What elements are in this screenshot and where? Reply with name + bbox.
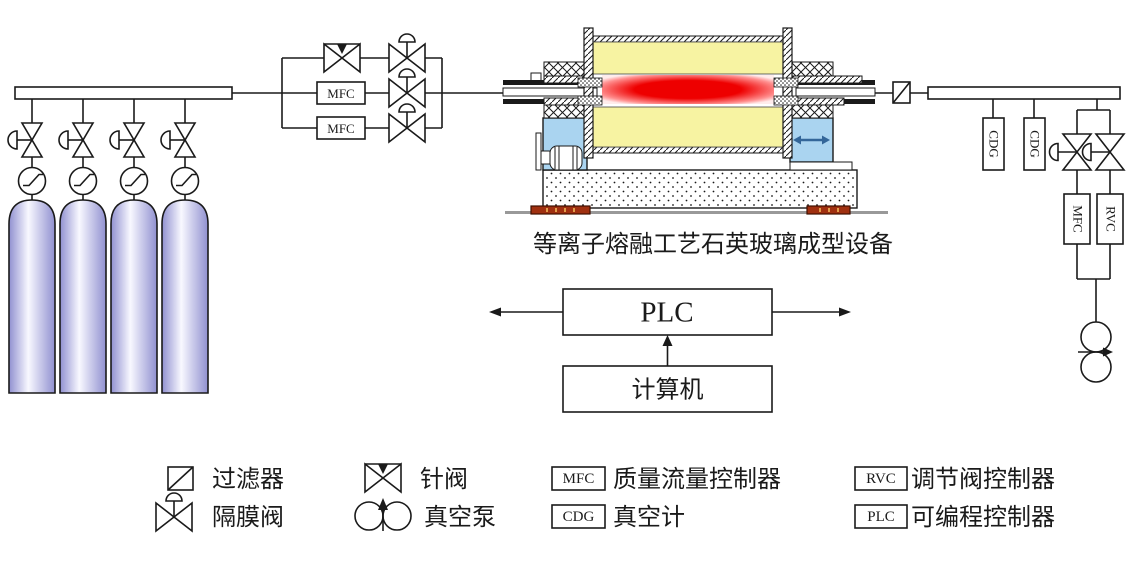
gas-line-2 <box>58 99 107 394</box>
diaphragm-valve-icon <box>1081 133 1125 171</box>
gas-line-1 <box>7 99 56 394</box>
end-cap-right <box>782 27 793 159</box>
end-cap-left <box>583 27 594 159</box>
diaphragm-valve-icon <box>7 122 43 158</box>
seal-block <box>543 104 585 119</box>
mfc-box-2: MFC <box>316 116 366 140</box>
diaphragm-valve-icon <box>160 122 196 158</box>
gas-line-3 <box>109 99 158 394</box>
rvc-box-vertical: RVC <box>1096 193 1124 245</box>
legend-label: 可编程控制器 <box>911 503 1055 531</box>
furnace-assembly: 等离子熔融工艺石英玻璃成型设备 <box>502 27 893 258</box>
filter-icon <box>892 81 911 104</box>
needle-valve-icon <box>323 43 361 73</box>
vacuum-manifold <box>927 86 1121 100</box>
furnace-foot-right <box>806 205 851 215</box>
insulation-bottom <box>592 106 784 148</box>
legend-diaphragm-valve: 隔膜阀 <box>155 492 284 532</box>
pressure-regulator-icon <box>68 166 98 196</box>
legend-abbr: MFC <box>563 471 595 487</box>
gas-cylinder <box>59 199 107 394</box>
legend-cdg: CDG 真空计 <box>551 503 685 531</box>
gas-cylinder <box>8 199 56 394</box>
flange-bar <box>791 75 863 84</box>
legend-label: 真空泵 <box>424 503 496 531</box>
pressure-regulator-icon <box>170 166 200 196</box>
gas-line-4 <box>160 99 209 394</box>
legend-mfc: MFC 质量流量控制器 <box>551 465 781 493</box>
gland-seal <box>773 77 799 88</box>
seal-block <box>791 61 834 77</box>
diaphragm-valve-icon <box>58 122 94 158</box>
computer-to-plc-arrow <box>662 335 673 366</box>
legend-label: 过滤器 <box>212 465 284 493</box>
pressure-regulator-icon <box>119 166 149 196</box>
vacuum-pump-icon <box>1078 321 1113 383</box>
gland-seal <box>577 77 603 88</box>
computer-box: 计算机 <box>562 365 773 413</box>
legend-abbr: CDG <box>563 509 595 525</box>
furnace-foot-left <box>530 205 591 215</box>
right-carriage-step <box>789 161 853 171</box>
mfc-box-vertical: MFC <box>1063 193 1091 245</box>
legend-label: 质量流量控制器 <box>613 465 781 493</box>
gas-supply-section <box>7 86 282 394</box>
flange-bar <box>791 97 845 106</box>
gas-cylinder <box>161 199 209 394</box>
melt-zone <box>602 75 774 104</box>
diaphragm-valve-icon <box>388 33 426 73</box>
diaphragm-valve-icon <box>388 103 426 143</box>
mfc-label: MFC <box>327 86 354 101</box>
diaphragm-valve-icon <box>388 68 426 108</box>
gas-manifold <box>14 86 233 100</box>
cdg-gauge-1: CDG <box>982 99 1005 171</box>
seal-block <box>543 61 585 77</box>
furnace-shell <box>577 27 799 159</box>
cdg-gauge-2: CDG <box>1023 99 1046 171</box>
insulation-top <box>592 41 784 75</box>
gland-seal <box>577 95 603 106</box>
slide-arrow-icon <box>793 135 830 145</box>
plc-box: PLC <box>562 288 773 336</box>
legend-needle-valve: 针阀 <box>364 463 468 493</box>
equipment-title: 等离子熔融工艺石英玻璃成型设备 <box>533 230 893 258</box>
pump-branch: MFC RVC <box>1048 99 1125 383</box>
legend-label: 调节阀控制器 <box>911 465 1055 493</box>
legend-filter: 过滤器 <box>167 465 284 493</box>
diaphragm-valve-icon <box>109 122 145 158</box>
legend-label: 隔膜阀 <box>212 503 284 531</box>
legend-plc: PLC 可编程控制器 <box>854 503 1055 531</box>
plc-label: PLC <box>640 297 693 329</box>
plc-arrows <box>489 307 851 317</box>
gas-cylinder <box>110 199 158 394</box>
rvc-label: RVC <box>1104 206 1119 232</box>
mfc-label: MFC <box>1071 205 1086 232</box>
computer-label: 计算机 <box>632 376 704 404</box>
vacuum-section: CDG CDG MFC RVC <box>875 81 1125 383</box>
legend-label: 真空计 <box>613 503 685 531</box>
legend-vacuum-pump: 真空泵 <box>354 498 496 531</box>
mfc-box-1: MFC <box>316 81 366 105</box>
legend-abbr: RVC <box>866 471 896 487</box>
mfc-panel: MFC MFC <box>281 33 503 143</box>
legend-abbr: PLC <box>867 509 895 525</box>
motor-icon <box>535 132 583 171</box>
cdg-label: CDG <box>987 130 1002 157</box>
seal-block <box>789 104 834 119</box>
control-section: PLC 计算机 <box>489 288 851 413</box>
legend-rvc: RVC 调节阀控制器 <box>854 465 1055 493</box>
mfc-label: MFC <box>327 121 354 136</box>
legend: 过滤器 隔膜阀 针阀 真空泵 MFC 质量流量控制器 CDG <box>155 463 1055 532</box>
gland-seal <box>773 95 799 106</box>
pressure-regulator-icon <box>17 166 47 196</box>
cdg-label: CDG <box>1028 130 1043 157</box>
legend-label: 针阀 <box>420 465 468 493</box>
furnace-base <box>542 169 858 209</box>
